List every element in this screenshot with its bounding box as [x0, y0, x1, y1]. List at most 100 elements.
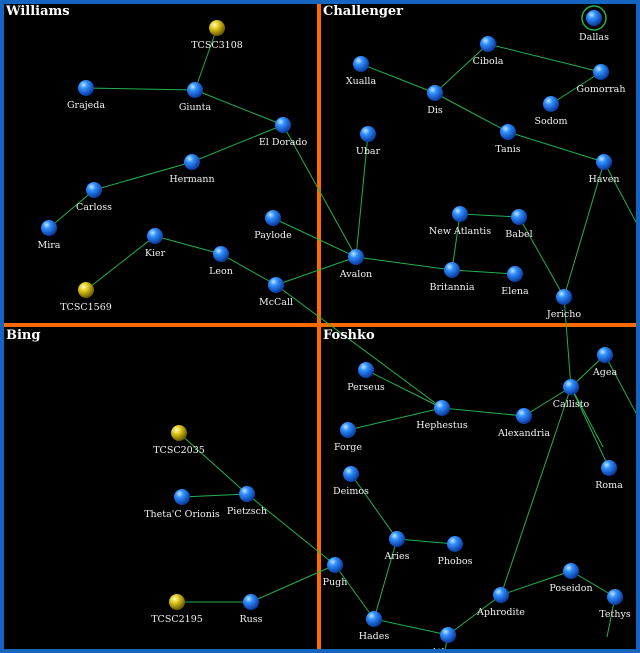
system-ubar[interactable]: Ubar	[356, 126, 381, 157]
blue-star-icon[interactable]	[366, 611, 382, 627]
blue-star-icon[interactable]	[268, 277, 284, 293]
blue-star-icon[interactable]	[265, 210, 281, 226]
system-tcsc2035[interactable]: TCSC2035	[153, 425, 205, 456]
system-cibola[interactable]: Cibola	[473, 36, 504, 67]
blue-star-icon[interactable]	[596, 154, 612, 170]
link-tcsc3108-giunta	[194, 27, 218, 91]
system-athena[interactable]: Athena	[430, 627, 465, 649]
blue-star-icon[interactable]	[444, 262, 460, 278]
system-el-dorado[interactable]: El Dorado	[259, 117, 308, 148]
blue-star-icon[interactable]	[78, 80, 94, 96]
blue-star-icon[interactable]	[586, 10, 602, 26]
link-hephestus-alexandria	[441, 407, 525, 417]
blue-star-icon[interactable]	[500, 124, 516, 140]
blue-star-icon[interactable]	[41, 220, 57, 236]
blue-star-icon[interactable]	[511, 209, 527, 225]
system-tanis[interactable]: Tanis	[495, 124, 521, 155]
system-xualla[interactable]: Xualla	[346, 56, 377, 87]
gold-star-icon[interactable]	[78, 282, 94, 298]
system-paylode[interactable]: Paylode	[254, 210, 292, 241]
system-callisto[interactable]: Callisto	[553, 379, 590, 410]
blue-star-icon[interactable]	[348, 249, 364, 265]
system-tcsc2195[interactable]: TCSC2195	[151, 594, 203, 625]
blue-star-icon[interactable]	[493, 587, 509, 603]
blue-star-icon[interactable]	[340, 422, 356, 438]
blue-star-icon[interactable]	[607, 589, 623, 605]
blue-star-icon[interactable]	[275, 117, 291, 133]
blue-star-icon[interactable]	[174, 489, 190, 505]
blue-star-icon[interactable]	[187, 82, 203, 98]
system-mira[interactable]: Mira	[38, 220, 61, 251]
blue-star-icon[interactable]	[243, 594, 259, 610]
system-babel[interactable]: Babel	[505, 209, 533, 240]
system-perseus[interactable]: Perseus	[347, 362, 385, 393]
blue-star-icon[interactable]	[147, 228, 163, 244]
system-dis[interactable]: Dis	[427, 85, 443, 116]
blue-star-icon[interactable]	[353, 56, 369, 72]
system-kier[interactable]: Kier	[145, 228, 166, 259]
blue-star-icon[interactable]	[440, 627, 456, 643]
blue-star-icon[interactable]	[563, 563, 579, 579]
system-giunta[interactable]: Giunta	[179, 82, 212, 113]
gold-star-icon[interactable]	[171, 425, 187, 441]
system-tcsc1569[interactable]: TCSC1569	[60, 282, 112, 313]
system-agea[interactable]: Agea	[592, 347, 618, 378]
blue-star-icon[interactable]	[543, 96, 559, 112]
blue-star-icon[interactable]	[86, 182, 102, 198]
system-alexandria[interactable]: Alexandria	[497, 408, 550, 439]
blue-star-icon[interactable]	[452, 206, 468, 222]
system-haven[interactable]: Haven	[588, 154, 620, 185]
blue-star-icon[interactable]	[593, 64, 609, 80]
system-new-atlantis[interactable]: New Atlantis	[429, 206, 491, 237]
system-hephestus[interactable]: Hephestus	[416, 400, 468, 431]
system-tethys[interactable]: Tethys	[599, 589, 631, 620]
blue-star-icon[interactable]	[343, 466, 359, 482]
system-forge[interactable]: Forge	[334, 422, 362, 453]
blue-star-icon[interactable]	[327, 557, 343, 573]
blue-star-icon[interactable]	[447, 536, 463, 552]
blue-star-icon[interactable]	[434, 400, 450, 416]
system-avalon[interactable]: Avalon	[339, 249, 372, 280]
system-gomorrah[interactable]: Gomorrah	[577, 64, 626, 95]
blue-star-icon[interactable]	[239, 486, 255, 502]
system-jericho[interactable]: Jericho	[546, 289, 581, 320]
blue-star-icon[interactable]	[358, 362, 374, 378]
blue-star-icon[interactable]	[507, 266, 523, 282]
blue-star-icon[interactable]	[184, 154, 200, 170]
system-aphrodite[interactable]: Aphrodite	[476, 587, 525, 618]
blue-star-icon[interactable]	[389, 531, 405, 547]
system-sodom[interactable]: Sodom	[534, 96, 568, 127]
system-russ[interactable]: Russ	[239, 594, 263, 625]
system-deimos[interactable]: Deimos	[333, 466, 369, 497]
system-tcsc3108[interactable]: TCSC3108	[191, 20, 243, 51]
system-roma[interactable]: Roma	[595, 460, 623, 491]
blue-star-icon[interactable]	[213, 246, 229, 262]
system-mccall[interactable]: McCall	[259, 277, 293, 308]
system-hermann[interactable]: Hermann	[169, 154, 215, 185]
system-label: Ubar	[356, 146, 381, 157]
blue-star-icon[interactable]	[563, 379, 579, 395]
system-grajeda[interactable]: Grajeda	[67, 80, 105, 111]
system-britannia[interactable]: Britannia	[430, 262, 475, 293]
blue-star-icon[interactable]	[597, 347, 613, 363]
system-dallas[interactable]: Dallas	[579, 5, 609, 43]
system-carloss[interactable]: Carloss	[76, 182, 112, 213]
system-pugh[interactable]: Pugh	[323, 557, 348, 588]
gold-star-icon[interactable]	[209, 20, 225, 36]
blue-star-icon[interactable]	[480, 36, 496, 52]
blue-star-icon[interactable]	[516, 408, 532, 424]
blue-star-icon[interactable]	[556, 289, 572, 305]
system-elena[interactable]: Elena	[501, 266, 529, 297]
system-leon[interactable]: Leon	[209, 246, 233, 277]
system-hades[interactable]: Hades	[359, 611, 390, 642]
link-dis-tanis	[434, 92, 509, 133]
system-aries[interactable]: Aries	[384, 531, 410, 562]
system-poseidon[interactable]: Poseidon	[549, 563, 593, 594]
blue-star-icon[interactable]	[427, 85, 443, 101]
system-pietzsch[interactable]: Pietzsch	[227, 486, 267, 517]
gold-star-icon[interactable]	[169, 594, 185, 610]
blue-star-icon[interactable]	[601, 460, 617, 476]
system-theta-c-orionis[interactable]: Theta'C Orionis	[144, 489, 220, 520]
blue-star-icon[interactable]	[360, 126, 376, 142]
system-phobos[interactable]: Phobos	[438, 536, 473, 567]
